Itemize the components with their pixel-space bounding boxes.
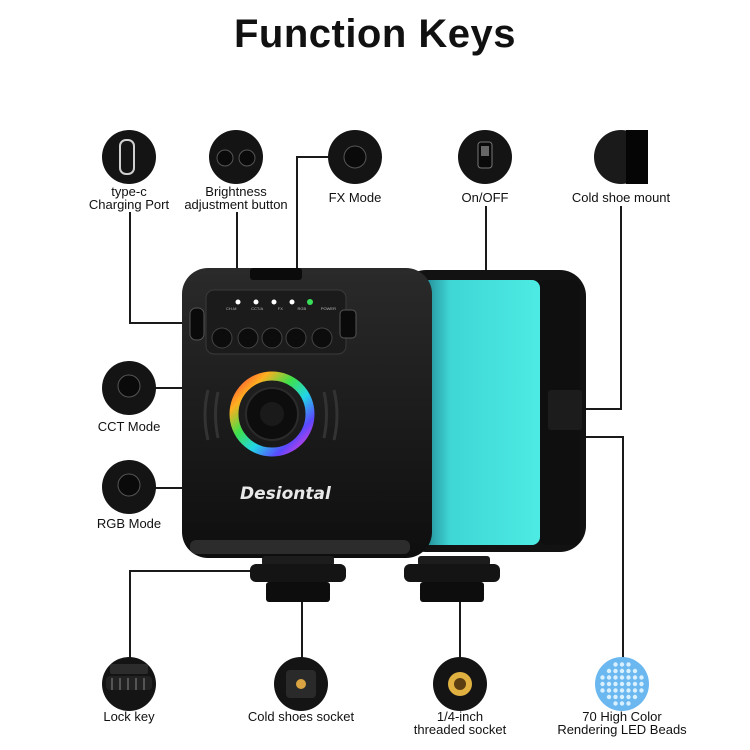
led-bead-dot	[619, 688, 625, 693]
led-label: CCT/A	[251, 306, 264, 311]
led-bead-dot	[626, 668, 631, 674]
led-bead-dot	[626, 694, 631, 700]
led-label: RGB	[297, 306, 307, 311]
led-bead-dot	[632, 675, 638, 680]
led-bead-dot	[613, 662, 618, 667]
cct-mode-label: CCT Mode	[97, 419, 161, 434]
threaded-socket-label: 1/4-inch threaded socket	[413, 709, 507, 737]
led-bead-dot	[606, 694, 612, 700]
led-bead-dot	[600, 681, 605, 687]
led-bead-dot	[600, 675, 605, 680]
led-bead-dot	[632, 681, 638, 687]
led-bead-dot	[626, 681, 631, 687]
cct-button-icon	[102, 361, 156, 415]
led-label: FX	[277, 306, 283, 311]
led-bead-dot	[619, 694, 625, 700]
led-bead-dot	[600, 688, 605, 693]
cold-shoe-mount-label: Cold shoe mount	[571, 190, 671, 205]
led-bead-dot	[613, 668, 618, 674]
led-bead-dot	[613, 701, 618, 706]
front-light-unit	[182, 268, 432, 558]
led-bead-dot	[606, 681, 612, 687]
cold-shoes-socket-label: Cold shoes socket	[247, 709, 355, 724]
cold-shoe-socket-icon	[274, 657, 328, 711]
led-label: CH-M	[226, 306, 237, 311]
cold-shoe-mount-icon	[594, 130, 648, 184]
lock-key-label: Lock key	[103, 709, 155, 724]
led-bead-dot	[606, 668, 612, 674]
lock-key-icon	[102, 657, 156, 711]
led-label-row: CH-M CCT/A FX RGB POWER	[226, 306, 336, 314]
front-cold-shoe-foot	[250, 556, 346, 602]
led-bead-dot	[632, 694, 638, 700]
brand-logo: Desiontal	[240, 484, 331, 504]
led-bead-dot	[613, 675, 618, 680]
led-bead-dot	[619, 668, 625, 674]
led-bead-dot	[613, 681, 618, 687]
rgb-mode-label: RGB Mode	[96, 516, 162, 531]
led-bead-dot	[619, 681, 625, 687]
led-bead-dot	[632, 668, 638, 674]
brightness-buttons-icon	[209, 130, 263, 184]
fx-button-icon	[328, 130, 382, 184]
led-bead-dot	[632, 688, 638, 693]
led-bead-dot	[613, 688, 618, 693]
led-label: POWER	[320, 306, 336, 311]
led-bead-dot	[606, 688, 612, 693]
led-bead-dot	[606, 675, 612, 680]
led-beads-icon	[595, 657, 649, 711]
led-bead-dot	[639, 688, 644, 693]
led-bead-dot	[619, 662, 625, 667]
on-off-label: On/OFF	[461, 190, 509, 205]
led-bead-dot	[626, 701, 631, 706]
page-title: Function Keys	[233, 12, 517, 56]
led-bead-dot	[626, 675, 631, 680]
type-c-label: type-c Charging Port	[88, 184, 170, 212]
led-bead-dot	[626, 662, 631, 667]
led-bead-dot	[619, 675, 625, 680]
led-bead-dot	[639, 681, 644, 687]
led-bead-dot	[639, 675, 644, 680]
rear-light-unit	[396, 270, 586, 552]
rgb-button-icon	[102, 460, 156, 514]
led-bead-dot	[626, 688, 631, 693]
power-switch-icon	[458, 130, 512, 184]
brightness-label: Brightness adjustment button	[184, 184, 288, 212]
fx-mode-label: FX Mode	[328, 190, 382, 205]
usb-c-port-icon	[102, 130, 156, 184]
rear-cold-shoe-foot	[404, 556, 500, 602]
led-bead-dot	[613, 694, 618, 700]
led-bead-dot	[619, 701, 625, 706]
threaded-socket-icon	[433, 657, 487, 711]
led-beads-label: 70 High Color Rendering LED Beads	[557, 709, 687, 737]
